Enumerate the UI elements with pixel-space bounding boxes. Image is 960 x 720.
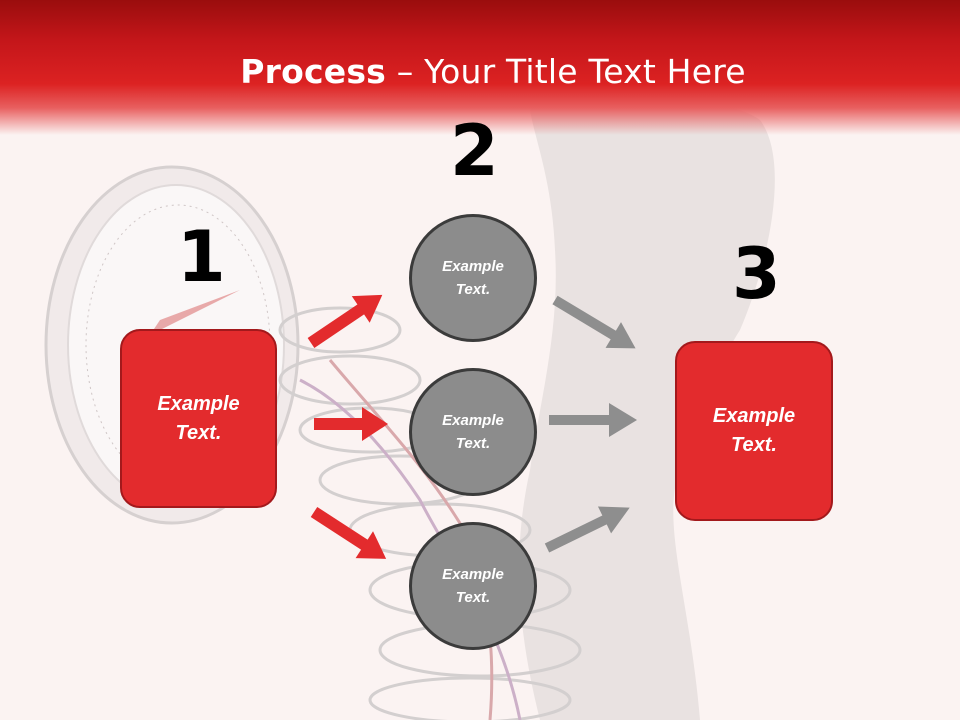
figure-silhouette xyxy=(519,96,775,720)
header-bar xyxy=(0,0,960,135)
step-2-circle-3: Example Text. xyxy=(409,522,537,650)
step-1-box-text: Example Text. xyxy=(157,392,240,444)
step-3-box: Example Text. xyxy=(675,341,833,521)
circle-1-text: Example Text. xyxy=(442,258,504,298)
step-2-circle-1: Example Text. xyxy=(409,214,537,342)
circle-3-text: Example Text. xyxy=(442,566,504,606)
step-2-circle-2: Example Text. xyxy=(409,368,537,496)
step-1-box: Example Text. xyxy=(120,329,277,508)
red-arrows xyxy=(307,294,388,559)
step-number-1: 1 xyxy=(177,216,226,298)
arrow-to-circle-2 xyxy=(314,407,388,441)
arrow-from-circle-3 xyxy=(544,506,630,553)
step-number-3: 3 xyxy=(732,233,781,315)
arrow-to-circle-3 xyxy=(310,506,387,559)
gray-arrows xyxy=(544,295,637,553)
circle-2-text: Example Text. xyxy=(442,412,504,452)
step-3-box-text: Example Text. xyxy=(712,405,796,456)
arrow-from-circle-1 xyxy=(552,295,636,349)
page-title: Process – Your Title Text Here xyxy=(240,52,746,91)
arrow-from-circle-2 xyxy=(549,403,637,437)
arrow-to-circle-1 xyxy=(307,294,383,348)
step-number-2: 2 xyxy=(450,110,499,192)
